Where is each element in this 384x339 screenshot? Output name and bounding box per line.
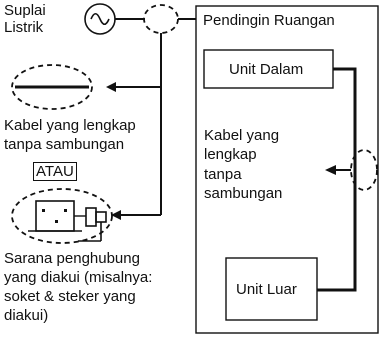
junction-top bbox=[143, 4, 179, 34]
cable-inside-line3: tanpa bbox=[204, 166, 242, 183]
cable-inside-line1: Kabel yang bbox=[204, 127, 280, 144]
unit-interconnect-cable bbox=[317, 67, 357, 292]
arrow-left-icon bbox=[325, 165, 336, 175]
or-label: ATAU bbox=[33, 162, 77, 181]
cable-inside-line2: lengkap bbox=[204, 146, 257, 163]
outdoor-unit-label: Unit Luar bbox=[236, 281, 297, 298]
connector-line2: yang diakui (misalnya: bbox=[4, 269, 153, 286]
room-cooler-box bbox=[195, 5, 379, 334]
socket-plug-icon bbox=[28, 200, 107, 242]
cable-left-line1: Kabel yang lengkap bbox=[4, 117, 136, 134]
ac-supply-icon bbox=[84, 3, 116, 35]
connector-line3: soket & steker yang bbox=[4, 288, 136, 305]
connector-ellipse bbox=[11, 188, 113, 244]
supply-label-1: Suplai bbox=[4, 2, 46, 19]
connector-line4: diakui) bbox=[4, 307, 49, 324]
supply-label-2: Listrik bbox=[4, 19, 44, 36]
cable-left-line2: tanpa sambungan bbox=[4, 136, 125, 153]
arrow-left-icon bbox=[106, 82, 116, 92]
room-cooler-title: Pendingin Ruangan bbox=[203, 12, 335, 29]
cable-inside-line4: sambungan bbox=[204, 185, 283, 202]
connector-line1: Sarana penghubung bbox=[4, 250, 140, 267]
cable-ellipse bbox=[11, 64, 93, 110]
indoor-unit-label: Unit Dalam bbox=[229, 61, 304, 78]
arrow-left-icon bbox=[111, 210, 121, 220]
cable-ellipse-right bbox=[350, 149, 378, 191]
